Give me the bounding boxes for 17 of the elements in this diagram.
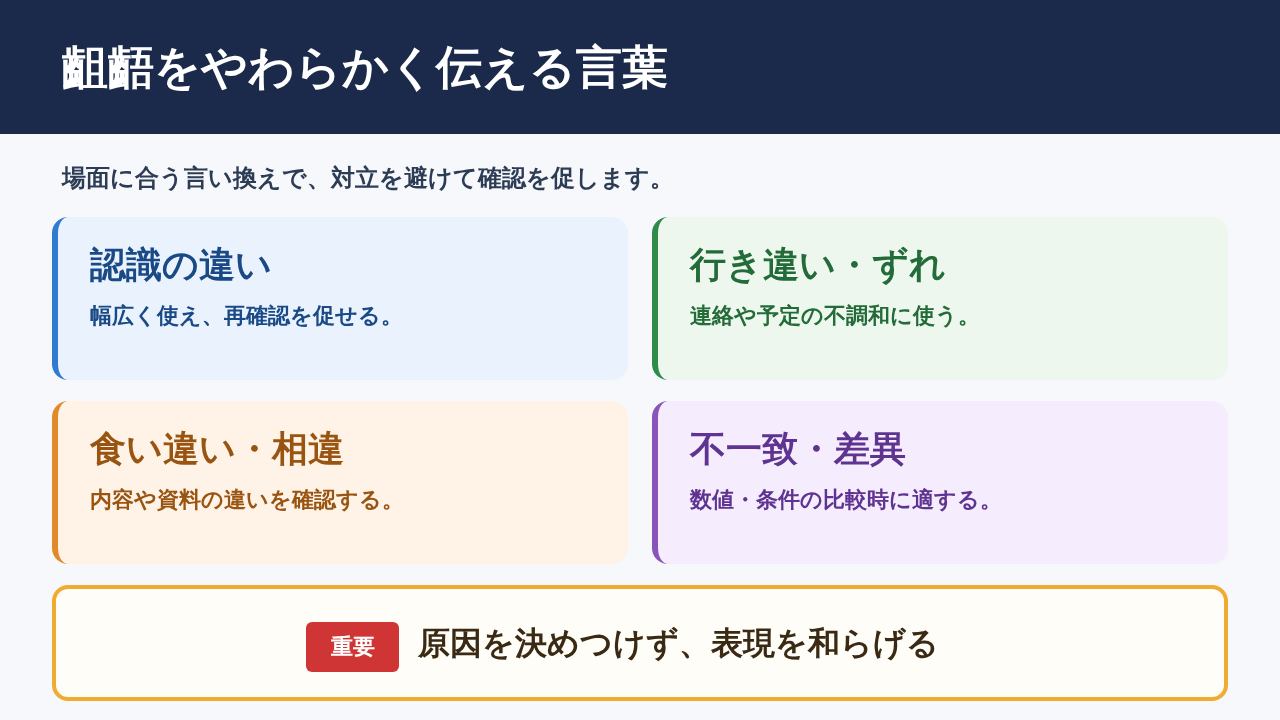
category-card xyxy=(52,217,628,380)
subtitle: 場面に合う言い換えで、対立を避けて確認を促します。 xyxy=(62,163,674,194)
card-description: 数値・条件の比較時に適する。 xyxy=(690,486,1002,514)
card-heading: 不一致・差異 xyxy=(690,427,906,471)
card-description: 内容や資料の違いを確認する。 xyxy=(90,486,404,514)
key-point-box xyxy=(52,585,1228,701)
card-heading: 認識の違い xyxy=(90,243,272,287)
card-description: 幅広く使え、再確認を促せる。 xyxy=(90,302,403,330)
key-point-text: 原因を決めつけず、表現を和らげる xyxy=(418,623,939,664)
category-card xyxy=(652,217,1228,380)
card-heading: 食い違い・相違 xyxy=(90,427,344,471)
importance-badge: 重要 xyxy=(306,622,399,672)
card-heading: 行き違い・ずれ xyxy=(690,243,946,287)
title: 齟齬をやわらかく伝える言葉 xyxy=(62,40,668,96)
card-description: 連絡や予定の不調和に使う。 xyxy=(690,302,980,330)
category-card xyxy=(652,401,1228,564)
category-card xyxy=(52,401,628,564)
